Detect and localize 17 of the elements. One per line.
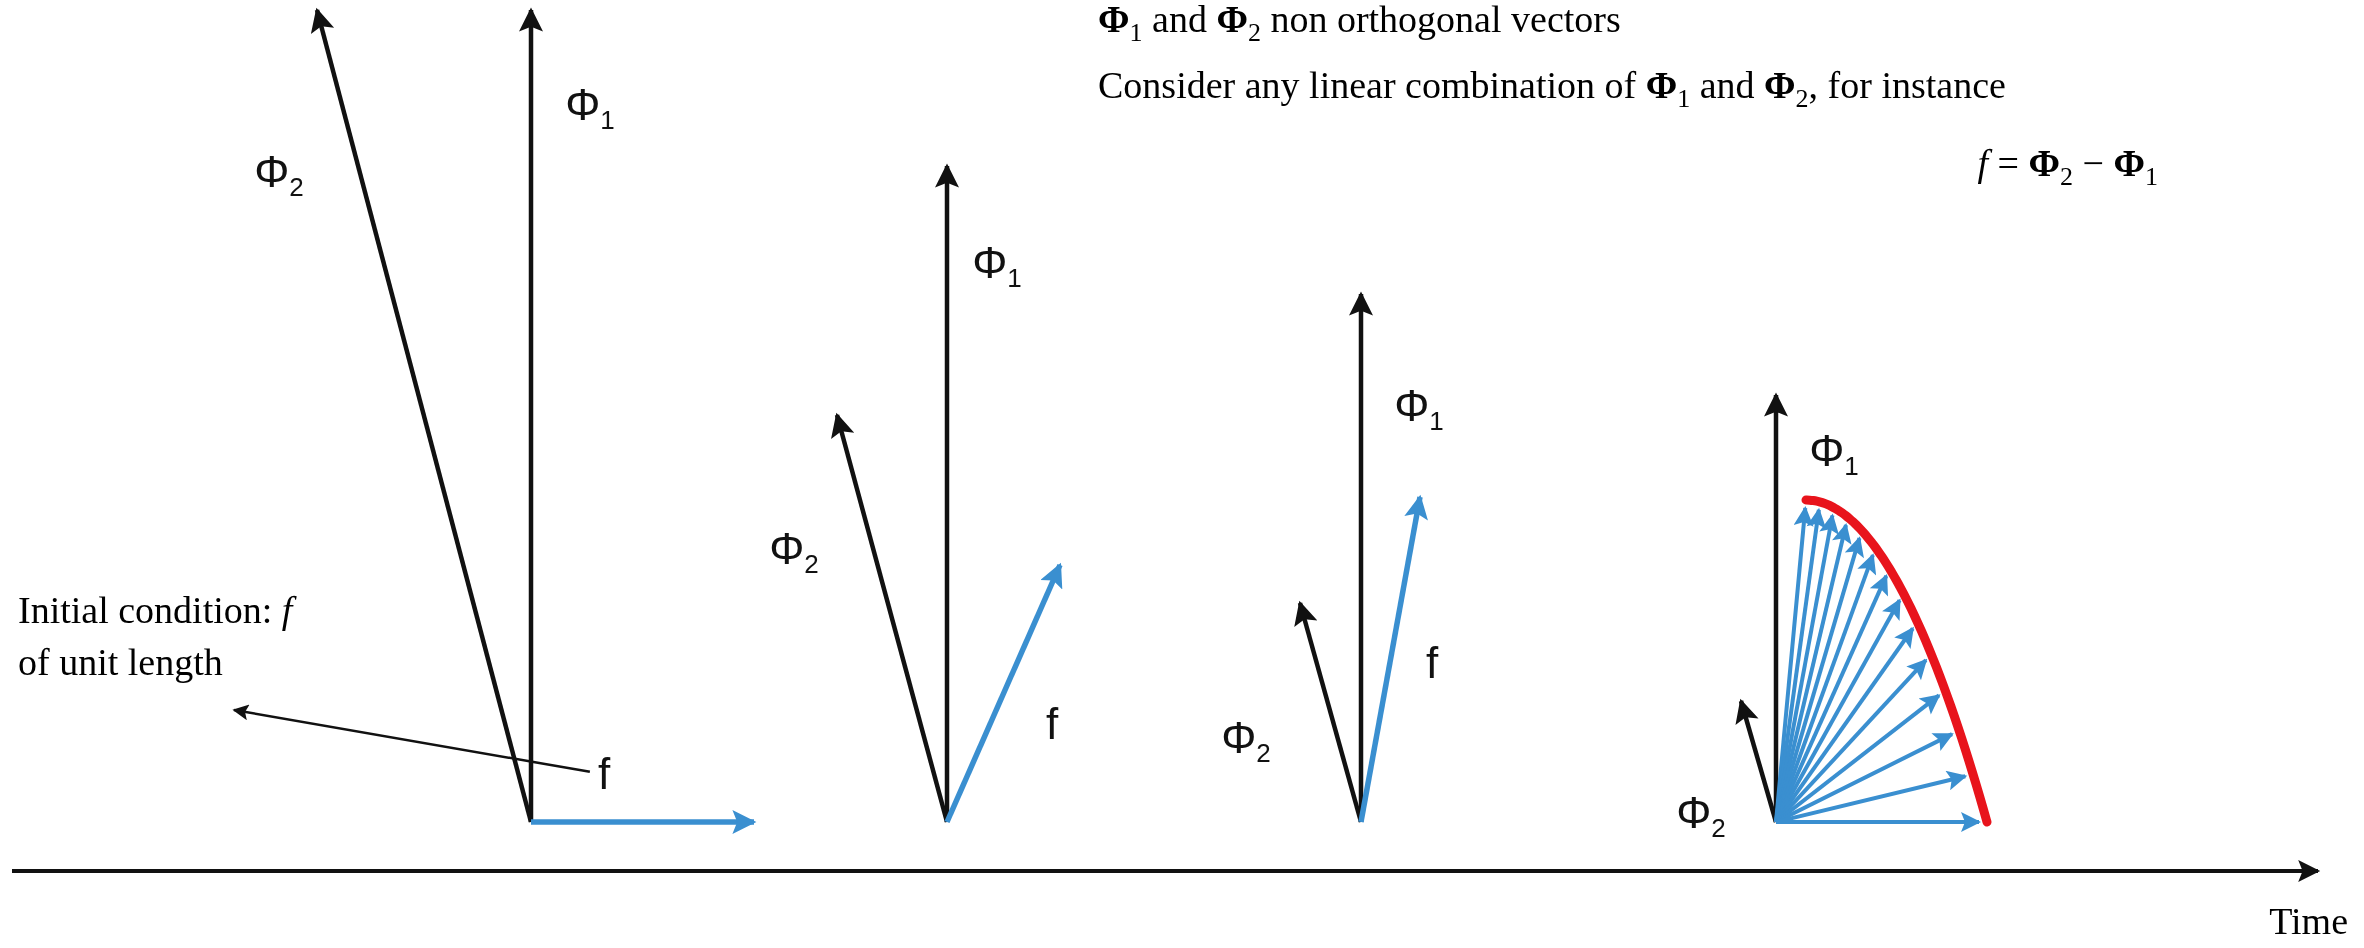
- vector-label: Φ$_{2}$: [1676, 790, 1726, 842]
- leader-arrow: [232, 704, 591, 774]
- vector-label: Φ$_{1}$: [565, 82, 615, 134]
- vector-label: f: [1045, 702, 1059, 746]
- vector-label: Φ$_{2}$: [769, 526, 819, 578]
- vector-label: f: [1425, 641, 1439, 685]
- annotation-text: Initial condition: f of unit length: [18, 584, 318, 688]
- vector-label: Φ$_{1}$: [1809, 428, 1859, 480]
- vector-label: Φ$_{2}$: [1221, 715, 1271, 767]
- vector-label: Φ$_{1}$: [1394, 383, 1444, 435]
- vector-label: Φ$_{1}$: [972, 240, 1022, 292]
- note-text: f = Φ$_{2}$ − Φ$_{1}$: [1977, 144, 2158, 190]
- note-text: Consider any linear combination of Φ$_{1}$ and Φ$_{2}$, for instance: [1098, 66, 2006, 112]
- vector-label: f: [597, 752, 611, 796]
- note-text: Φ$_{1}$ and Φ$_{2}$ non orthogonal vectors: [1098, 0, 1621, 46]
- vector-label: Φ$_{2}$: [254, 149, 304, 201]
- axis-label: Time: [2269, 902, 2348, 940]
